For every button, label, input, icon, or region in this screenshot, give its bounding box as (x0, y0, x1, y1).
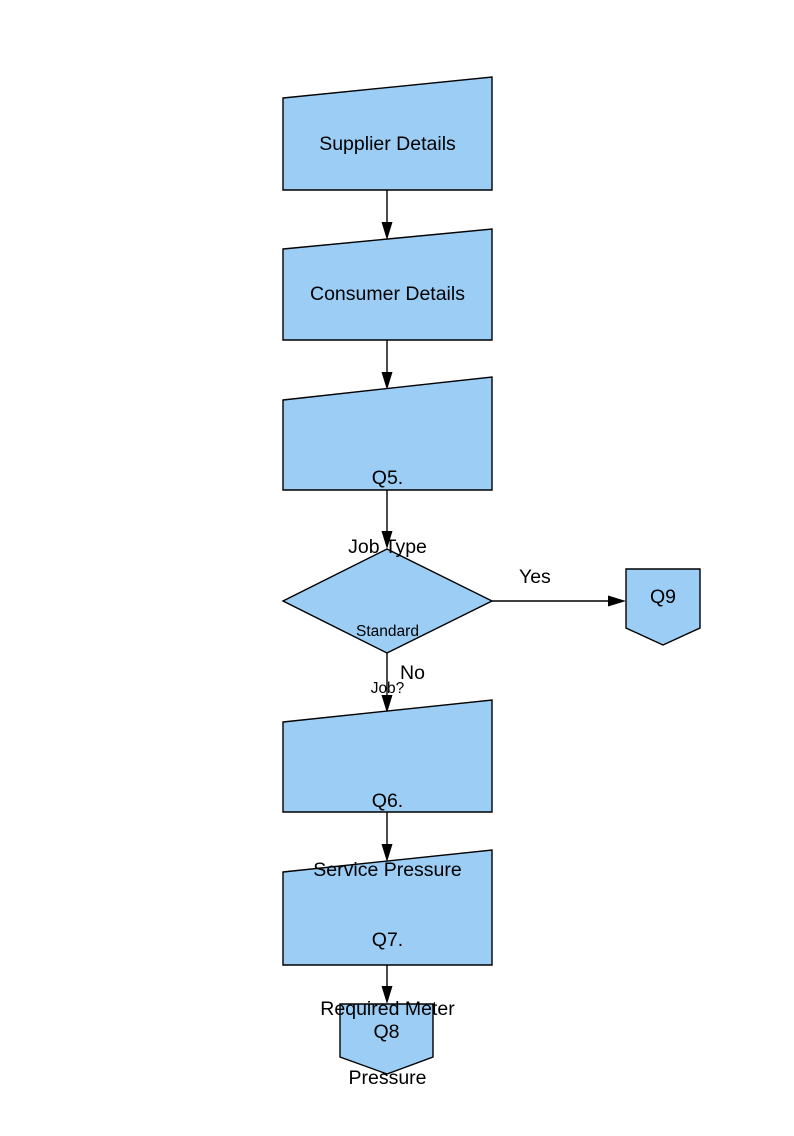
edge-q5-to-decision (381, 490, 393, 549)
edge-consumer-to-q5 (381, 340, 393, 390)
node-q5-job-type[interactable] (282, 376, 493, 491)
edge-q6-to-q7 (381, 812, 393, 862)
edge-decision-to-q6-no (381, 653, 393, 713)
edge-decision-to-q9-yes (492, 595, 626, 607)
edge-supplier-to-consumer (381, 190, 393, 240)
node-q8[interactable] (339, 1003, 434, 1075)
node-q9[interactable] (625, 568, 701, 646)
node-q7-required-meter-pressure[interactable] (282, 849, 493, 966)
node-q6-service-pressure[interactable] (282, 699, 493, 813)
edge-label-yes: Yes (519, 566, 551, 588)
edge-q7-to-q8 (381, 965, 393, 1004)
node-standard-job-decision[interactable] (281, 548, 494, 654)
node-supplier-details[interactable] (282, 76, 493, 191)
node-consumer-details[interactable] (282, 228, 493, 341)
edge-label-no: No (400, 662, 425, 684)
